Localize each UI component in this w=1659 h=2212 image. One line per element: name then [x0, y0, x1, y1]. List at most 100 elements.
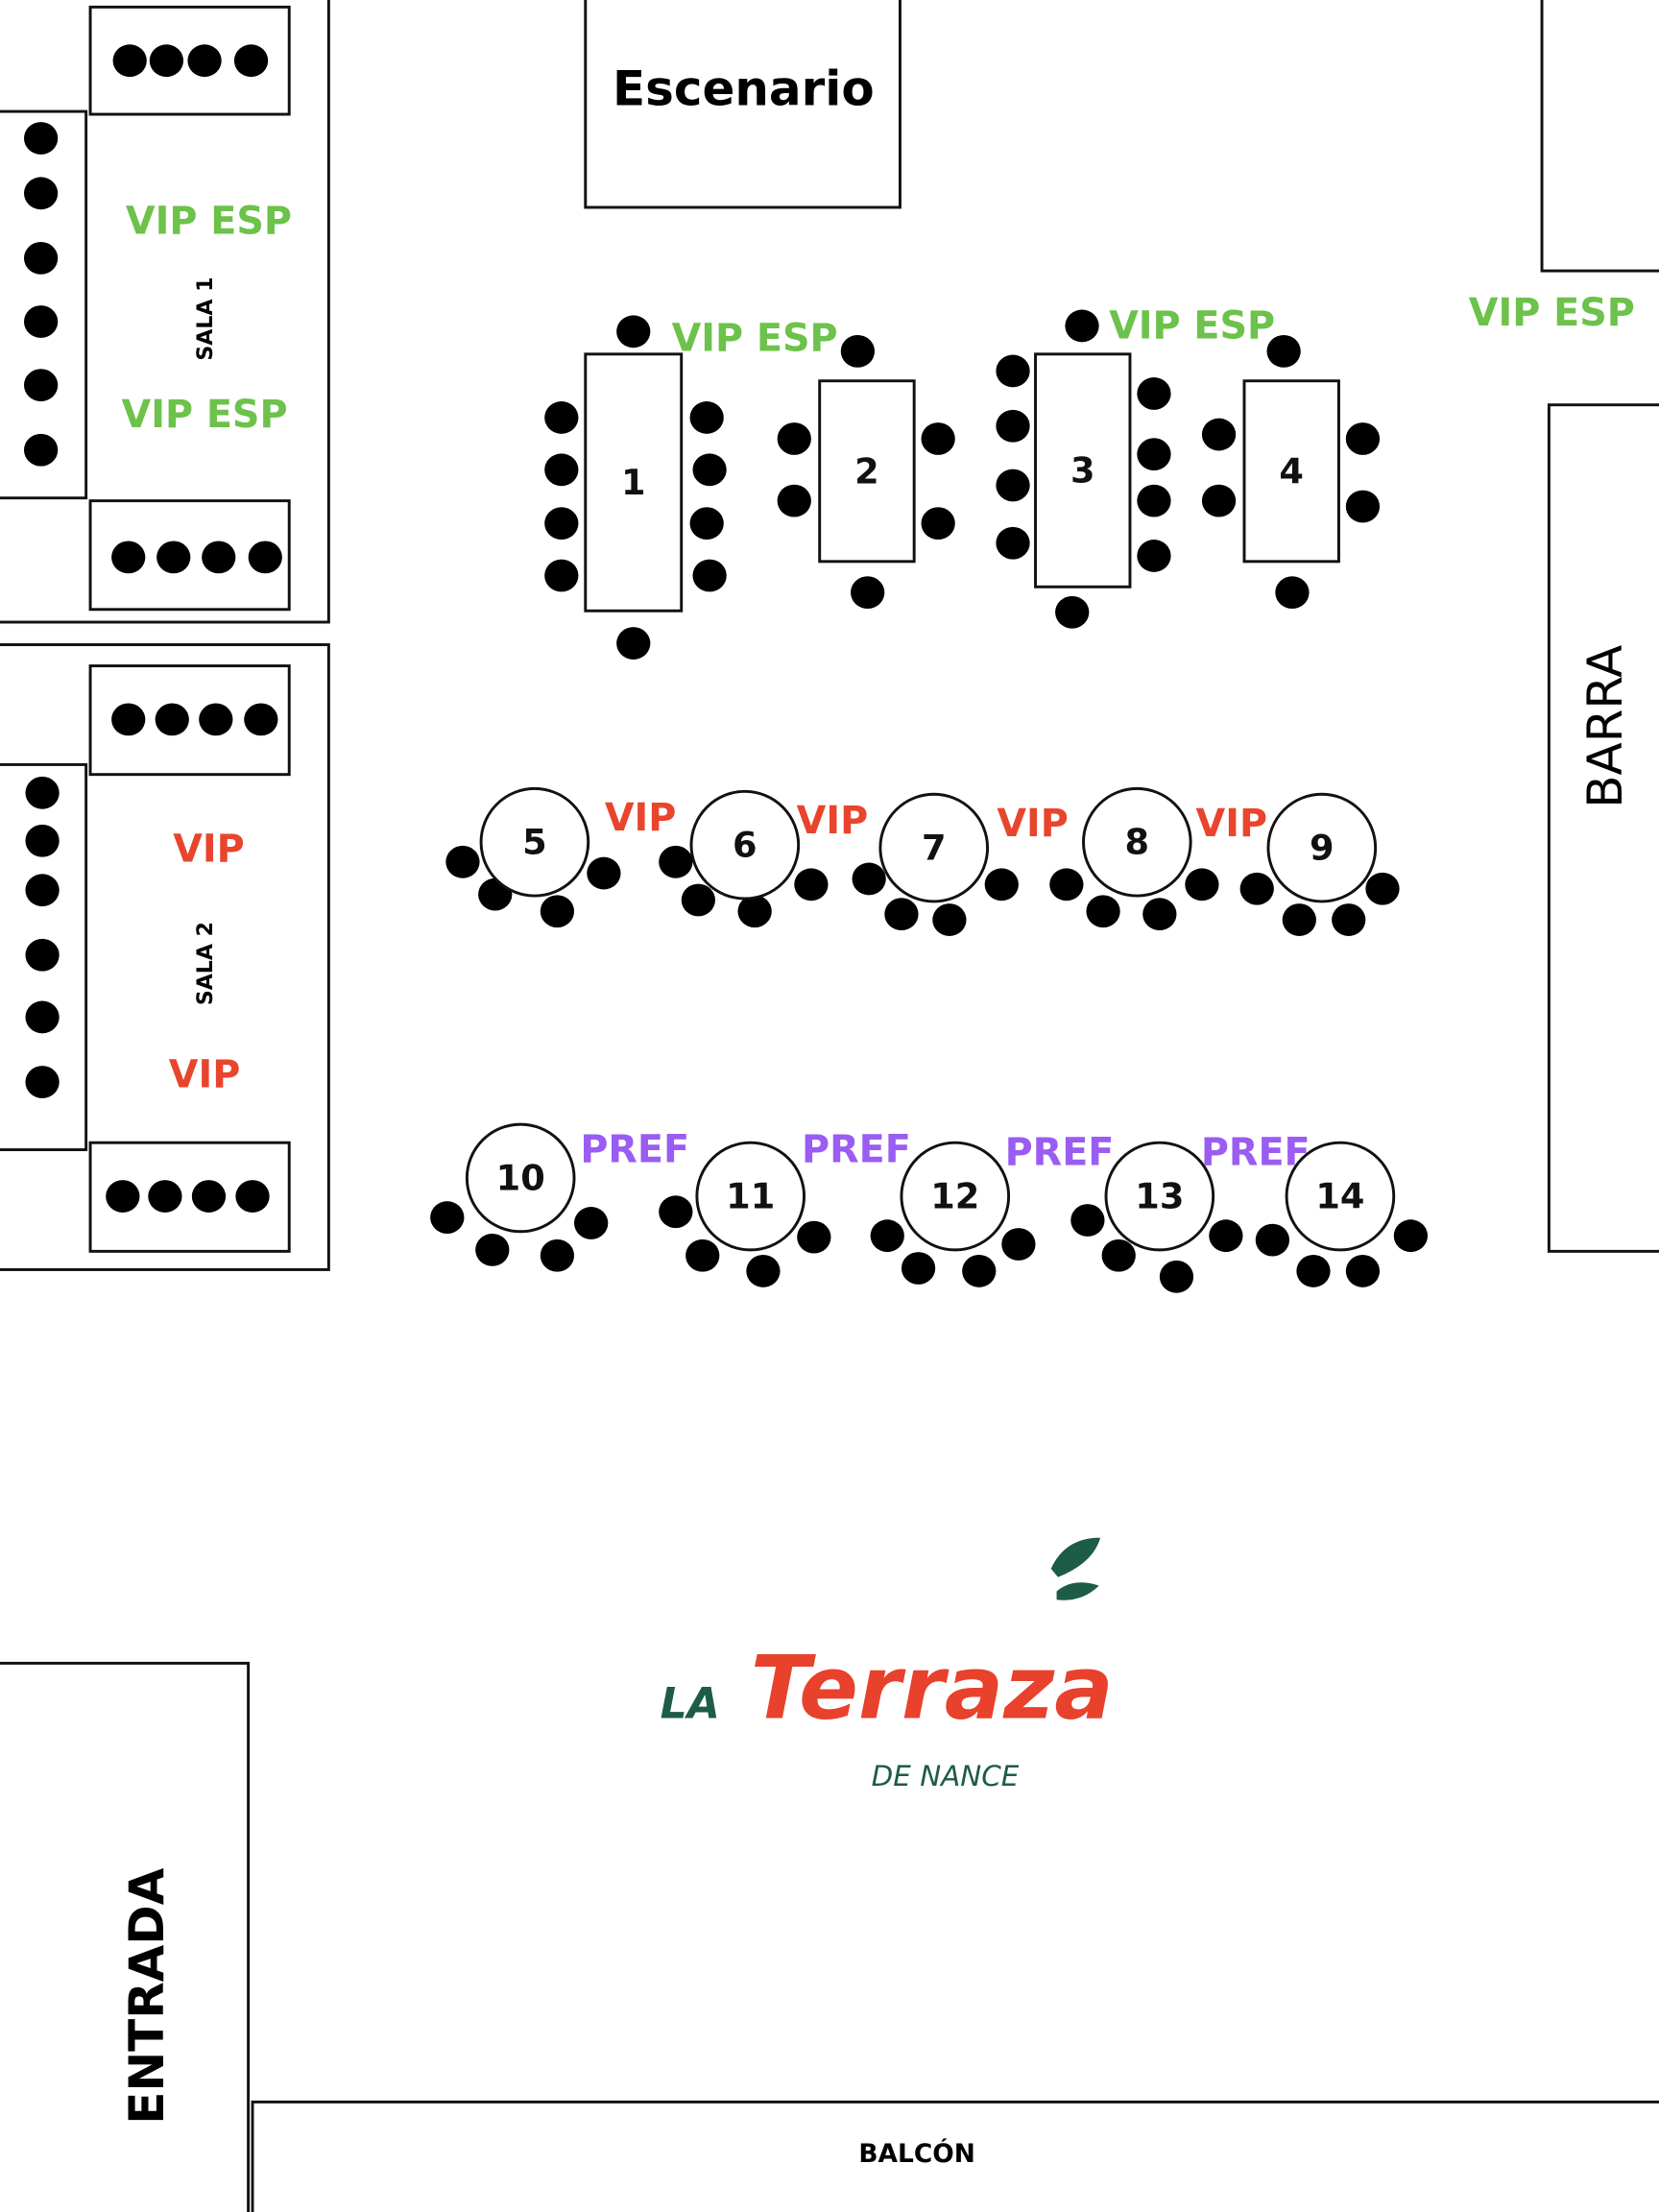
table-2[interactable]: 2 — [777, 334, 955, 610]
zone-label: PREF — [580, 1128, 689, 1172]
seat — [23, 369, 59, 402]
seat — [1142, 898, 1177, 931]
seat — [996, 354, 1030, 388]
seat — [475, 1233, 510, 1266]
seat — [1137, 438, 1171, 471]
seat — [106, 1180, 140, 1213]
seat — [1332, 903, 1366, 936]
stage-area — [584, 0, 902, 209]
table-number: 14 — [1315, 1176, 1364, 1217]
table-number: 10 — [496, 1157, 545, 1198]
zone-label: VIP — [605, 796, 677, 840]
seat — [445, 845, 480, 878]
table-9[interactable]: 9 — [1239, 792, 1400, 936]
bar-label: BARRA — [1577, 645, 1633, 808]
seat — [996, 409, 1030, 443]
seat — [996, 526, 1030, 560]
seat — [25, 1066, 60, 1098]
round-table[interactable] — [465, 1122, 576, 1234]
rect-table[interactable] — [818, 379, 916, 564]
round-table[interactable] — [695, 1141, 806, 1252]
seat — [248, 541, 282, 574]
seat — [616, 315, 651, 349]
seat — [191, 1180, 227, 1213]
seat — [737, 895, 772, 928]
round-table[interactable] — [1266, 792, 1378, 903]
seat — [692, 453, 727, 487]
seat — [689, 507, 724, 541]
table-12[interactable]: 12 — [870, 1141, 1036, 1287]
seat — [25, 1000, 60, 1034]
seat — [901, 1252, 936, 1285]
round-table[interactable] — [689, 789, 801, 901]
seat — [1275, 576, 1310, 610]
round-table[interactable] — [1082, 786, 1192, 898]
seat — [235, 1180, 270, 1213]
rect-table[interactable] — [1242, 379, 1340, 564]
seat — [25, 776, 60, 809]
seat — [1239, 872, 1274, 905]
entrance-label: ENTRADA — [119, 1867, 175, 2125]
seat — [540, 1238, 575, 1272]
seat — [797, 1220, 831, 1254]
table-8[interactable]: 8 — [1049, 786, 1219, 931]
seat — [870, 1219, 904, 1253]
table-14[interactable]: 14 — [1255, 1141, 1429, 1287]
room-2-label: SALA 2 — [194, 922, 218, 1005]
rect-table[interactable] — [584, 352, 684, 613]
table-number: 3 — [1070, 450, 1095, 492]
rect-table[interactable] — [1034, 352, 1132, 589]
seat — [1201, 418, 1237, 451]
logo-terraza: Terraza — [751, 1638, 1114, 1740]
zone-label: VIP — [997, 802, 1069, 846]
seat — [587, 856, 621, 890]
seat — [689, 401, 724, 434]
seat — [1266, 334, 1301, 368]
seat — [1393, 1219, 1429, 1253]
table-7[interactable]: 7 — [852, 792, 1019, 936]
entrance-area — [0, 1661, 251, 2212]
zone-label: PREF — [1005, 1130, 1115, 1174]
round-table[interactable] — [1104, 1141, 1215, 1252]
round-table[interactable] — [479, 786, 590, 898]
seat — [1065, 309, 1099, 343]
seat — [1049, 868, 1084, 902]
seat — [1001, 1228, 1036, 1261]
table-1[interactable]: 1 — [544, 315, 727, 660]
table-11[interactable]: 11 — [659, 1141, 831, 1287]
table-5[interactable]: 5 — [445, 786, 621, 928]
seat — [233, 44, 269, 78]
round-table[interactable] — [878, 792, 990, 903]
seat — [1365, 872, 1400, 905]
seat — [199, 703, 233, 736]
seat — [430, 1201, 465, 1234]
seat — [840, 334, 876, 368]
seat — [659, 845, 693, 878]
table-13[interactable]: 13 — [1070, 1141, 1243, 1293]
seat — [616, 627, 651, 660]
seat — [544, 401, 579, 434]
round-table[interactable] — [900, 1141, 1011, 1252]
seat — [681, 883, 715, 917]
seat — [156, 541, 191, 574]
seat — [187, 44, 222, 78]
table-3[interactable]: 3 — [996, 309, 1171, 629]
seat — [851, 576, 885, 610]
seat — [852, 862, 886, 896]
seat — [1101, 1238, 1136, 1272]
zone-label: VIP — [1196, 802, 1268, 846]
table-6[interactable]: 6 — [659, 789, 829, 928]
logo-de-nance: DE NANCE — [872, 1760, 1020, 1792]
room-1-label: SALA 1 — [194, 277, 218, 361]
table-10[interactable]: 10 — [430, 1122, 609, 1272]
table-number: 2 — [854, 450, 879, 492]
seat — [25, 938, 60, 972]
round-table[interactable] — [1285, 1141, 1396, 1252]
balcony-label: BALCÓN — [858, 2138, 974, 2169]
table-4[interactable]: 4 — [1201, 334, 1381, 610]
table-number: 12 — [930, 1176, 979, 1217]
room-2-zone-label: VIP — [169, 1053, 241, 1097]
seat — [244, 703, 278, 736]
seat — [1201, 484, 1237, 517]
